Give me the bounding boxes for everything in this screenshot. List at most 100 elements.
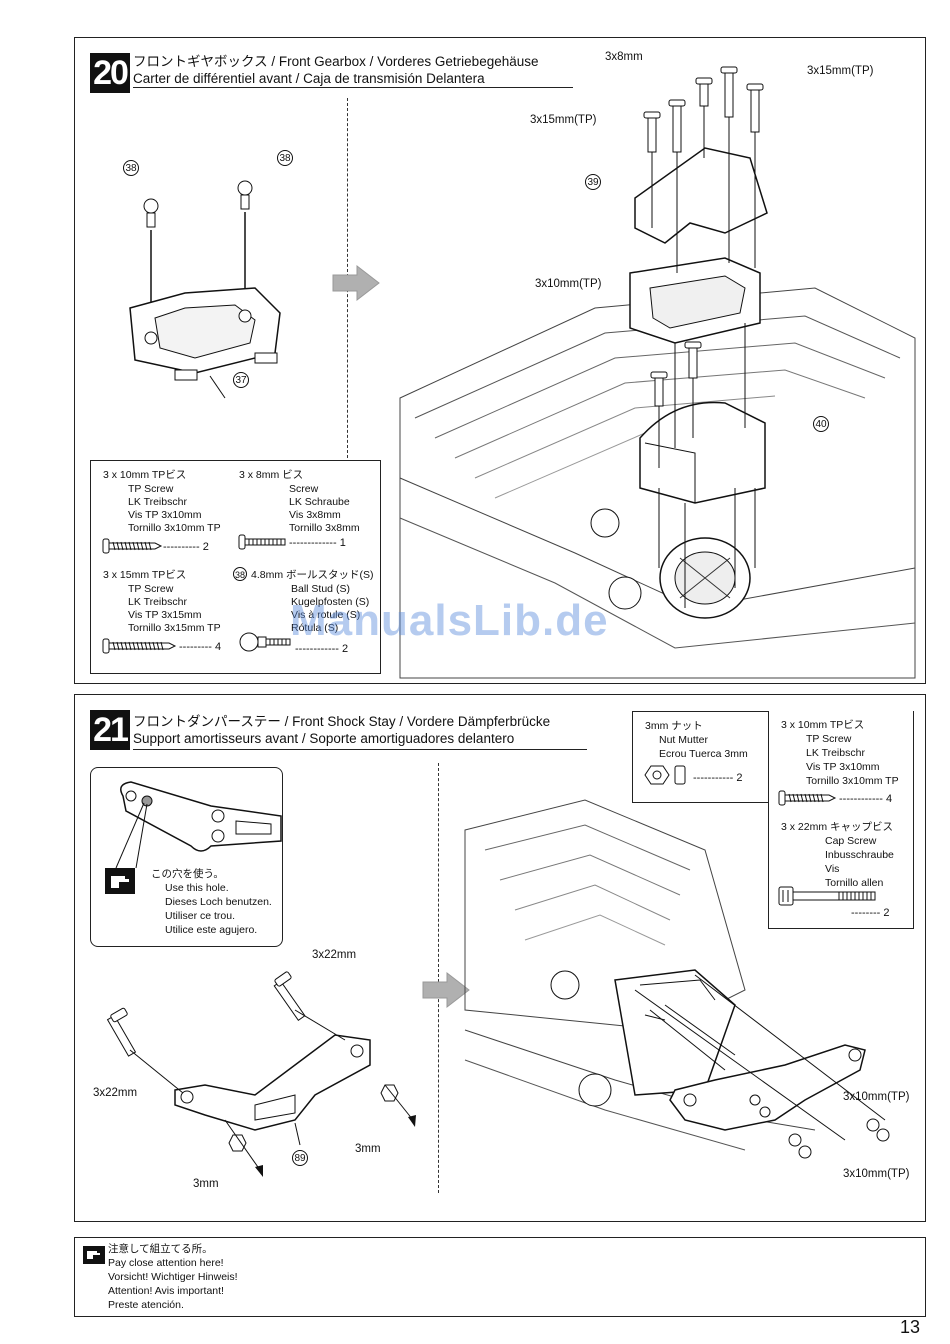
part-desc: Tornillo 3x10mm TP <box>806 775 899 787</box>
part-desc: Cap Screw <box>825 835 877 847</box>
callout-pointer <box>115 802 148 869</box>
callout-text: Utiliser ce trou. <box>165 910 236 922</box>
part-desc: Vis TP 3x10mm <box>806 761 880 773</box>
attention-note-box: 注意して組立てる所。 Pay close attention here! Vor… <box>74 1237 926 1317</box>
part-37-callout: 37 <box>233 372 249 388</box>
step-title-line1: フロントダンパーステー / Front Shock Stay / Vordere… <box>133 714 551 729</box>
part-desc: Screw <box>289 483 319 495</box>
cap-screw-icon <box>778 886 876 906</box>
part-desc: TP Screw <box>128 483 174 495</box>
step-title: フロントダンパーステー / Front Shock Stay / Vordere… <box>133 713 550 747</box>
part-title: 3 x 15mm TPビス <box>103 569 187 581</box>
part-89-callout: 89 <box>292 1150 308 1166</box>
screw-3x10-label: 3x10mm(TP) <box>535 278 602 290</box>
attention-text: Vorsicht! Wichtiger Hinweis! <box>108 1271 238 1283</box>
attention-text: 注意して組立てる所。 <box>108 1243 213 1255</box>
part-38-callout: 38 <box>233 567 247 581</box>
part-quantity: ----------- 2 <box>693 772 743 784</box>
part-desc: Vis <box>825 863 840 875</box>
nut-3mm-label: 3mm <box>355 1143 381 1155</box>
callout-text: Use this hole. <box>165 882 229 894</box>
part-38-callout: 38 <box>123 160 139 176</box>
ball-stud-icon <box>239 632 291 652</box>
part-title: 3 x 22mm キャップビス <box>781 821 894 833</box>
pointing-hand-icon <box>83 1246 105 1264</box>
chassis-gearbox-drawing <box>399 66 916 679</box>
title-underline <box>133 87 573 88</box>
title-underline <box>133 749 587 750</box>
part-desc: TP Screw <box>806 733 852 745</box>
part-title: 4.8mm ボールスタッド(S) <box>251 569 374 581</box>
tp-screw-icon <box>102 538 163 554</box>
step-21-panel: 21 フロントダンパーステー / Front Shock Stay / Vord… <box>74 694 926 1222</box>
step-number: 20 <box>90 53 130 93</box>
step-number: 21 <box>90 710 130 750</box>
screw-3x10-label: 3x10mm(TP) <box>843 1168 910 1180</box>
part-desc: Vis à rotule (S) <box>291 609 361 621</box>
shock-stay-exploded-drawing <box>106 971 416 1177</box>
step-title: フロントギヤボックス / Front Gearbox / Vorderes Ge… <box>133 53 539 87</box>
hole-callout-box: この穴を使う。 Use this hole. Dieses Loch benut… <box>90 767 283 947</box>
part-desc: Vis 3x8mm <box>289 509 341 521</box>
part-40-callout: 40 <box>813 416 829 432</box>
part-desc: Tornillo 3x8mm <box>289 522 360 534</box>
part-title: 3 x 10mm TPビス <box>103 469 187 481</box>
part-desc: Ecrou Tuerca 3mm <box>659 748 748 760</box>
nut-icon <box>644 765 686 785</box>
attention-text: Pay close attention here! <box>108 1257 224 1269</box>
part-desc: TP Screw <box>128 583 174 595</box>
step-20-panel: 20 フロントギヤボックス / Front Gearbox / Vorderes… <box>74 37 926 684</box>
part-desc: Vis TP 3x15mm <box>128 609 202 621</box>
part-desc: LK Treibschr <box>806 747 865 759</box>
part-quantity: ------------ 2 <box>295 643 349 655</box>
callout-text: この穴を使う。 <box>151 868 224 880</box>
nut-3mm-label: 3mm <box>193 1178 219 1190</box>
watermark-text: ManualsLib.de <box>290 596 609 645</box>
part-quantity: ---------- 2 <box>163 541 209 553</box>
part-desc: LK Treibschr <box>128 496 187 508</box>
shock-stay-detail-drawing <box>120 781 282 852</box>
machine-screw-icon <box>238 534 286 550</box>
part-quantity: --------- 4 <box>179 641 222 653</box>
step-title-line1: フロントギヤボックス / Front Gearbox / Vorderes Ge… <box>133 54 539 69</box>
part-desc: Inbusschraube <box>825 849 894 861</box>
screw-3x8-label: 3x8mm <box>605 51 643 63</box>
screw-3x22-label: 3x22mm <box>93 1087 138 1099</box>
callout-text: Utilice este agujero. <box>165 924 258 936</box>
parts-list-box: 3 x 10mm TPビス TP Screw LK Treibschr Vis … <box>90 460 381 674</box>
part-title: 3 x 8mm ビス <box>239 469 304 481</box>
part-quantity: ------------ 4 <box>839 793 893 805</box>
tp-screw-icon <box>778 790 837 806</box>
part-38-callout: 38 <box>277 150 293 166</box>
part-desc: Tornillo 3x15mm TP <box>128 622 221 634</box>
part-39-callout: 39 <box>585 174 601 190</box>
screw-3x15-label: 3x15mm(TP) <box>807 65 874 77</box>
part-desc: LK Schraube <box>289 496 350 508</box>
part-desc: Nut Mutter <box>659 734 709 746</box>
part-desc: LK Treibschr <box>128 596 187 608</box>
part-desc: Kugelpfosten (S) <box>291 596 370 608</box>
part-quantity: ------------- 1 <box>289 537 346 549</box>
part-quantity: -------- 2 <box>851 907 890 919</box>
screw-3x10-label: 3x10mm(TP) <box>843 1091 910 1103</box>
screw-3x15-label: 3x15mm(TP) <box>530 114 597 126</box>
pointing-hand-icon <box>105 868 135 894</box>
divider-line <box>438 763 439 1193</box>
part-title: 3 x 10mm TPビス <box>781 719 865 731</box>
part-title: 3mm ナット <box>645 720 703 732</box>
part-desc: Tornillo allen <box>825 877 884 889</box>
part-desc: Rótula (S) <box>291 622 339 634</box>
chassis-shock-stay-drawing <box>464 799 890 1159</box>
screw-3x22-label: 3x22mm <box>312 949 357 961</box>
parts-list-box: 3 x 10mm TPビス TP Screw LK Treibschr Vis … <box>768 711 914 929</box>
ball-stud-mount-drawing <box>129 180 281 399</box>
attention-text: Attention! Avis important! <box>108 1285 224 1297</box>
part-desc: Tornillo 3x10mm TP <box>128 522 221 534</box>
next-step-arrow-icon <box>422 971 470 1009</box>
page-number: 13 <box>899 1317 920 1337</box>
part-desc: Ball Stud (S) <box>291 583 350 595</box>
callout-text: Dieses Loch benutzen. <box>165 896 272 908</box>
next-step-arrow-icon <box>332 264 380 302</box>
step-title-line2: Carter de différentiel avant / Caja de t… <box>133 71 485 86</box>
attention-text: Preste atención. <box>108 1299 184 1311</box>
